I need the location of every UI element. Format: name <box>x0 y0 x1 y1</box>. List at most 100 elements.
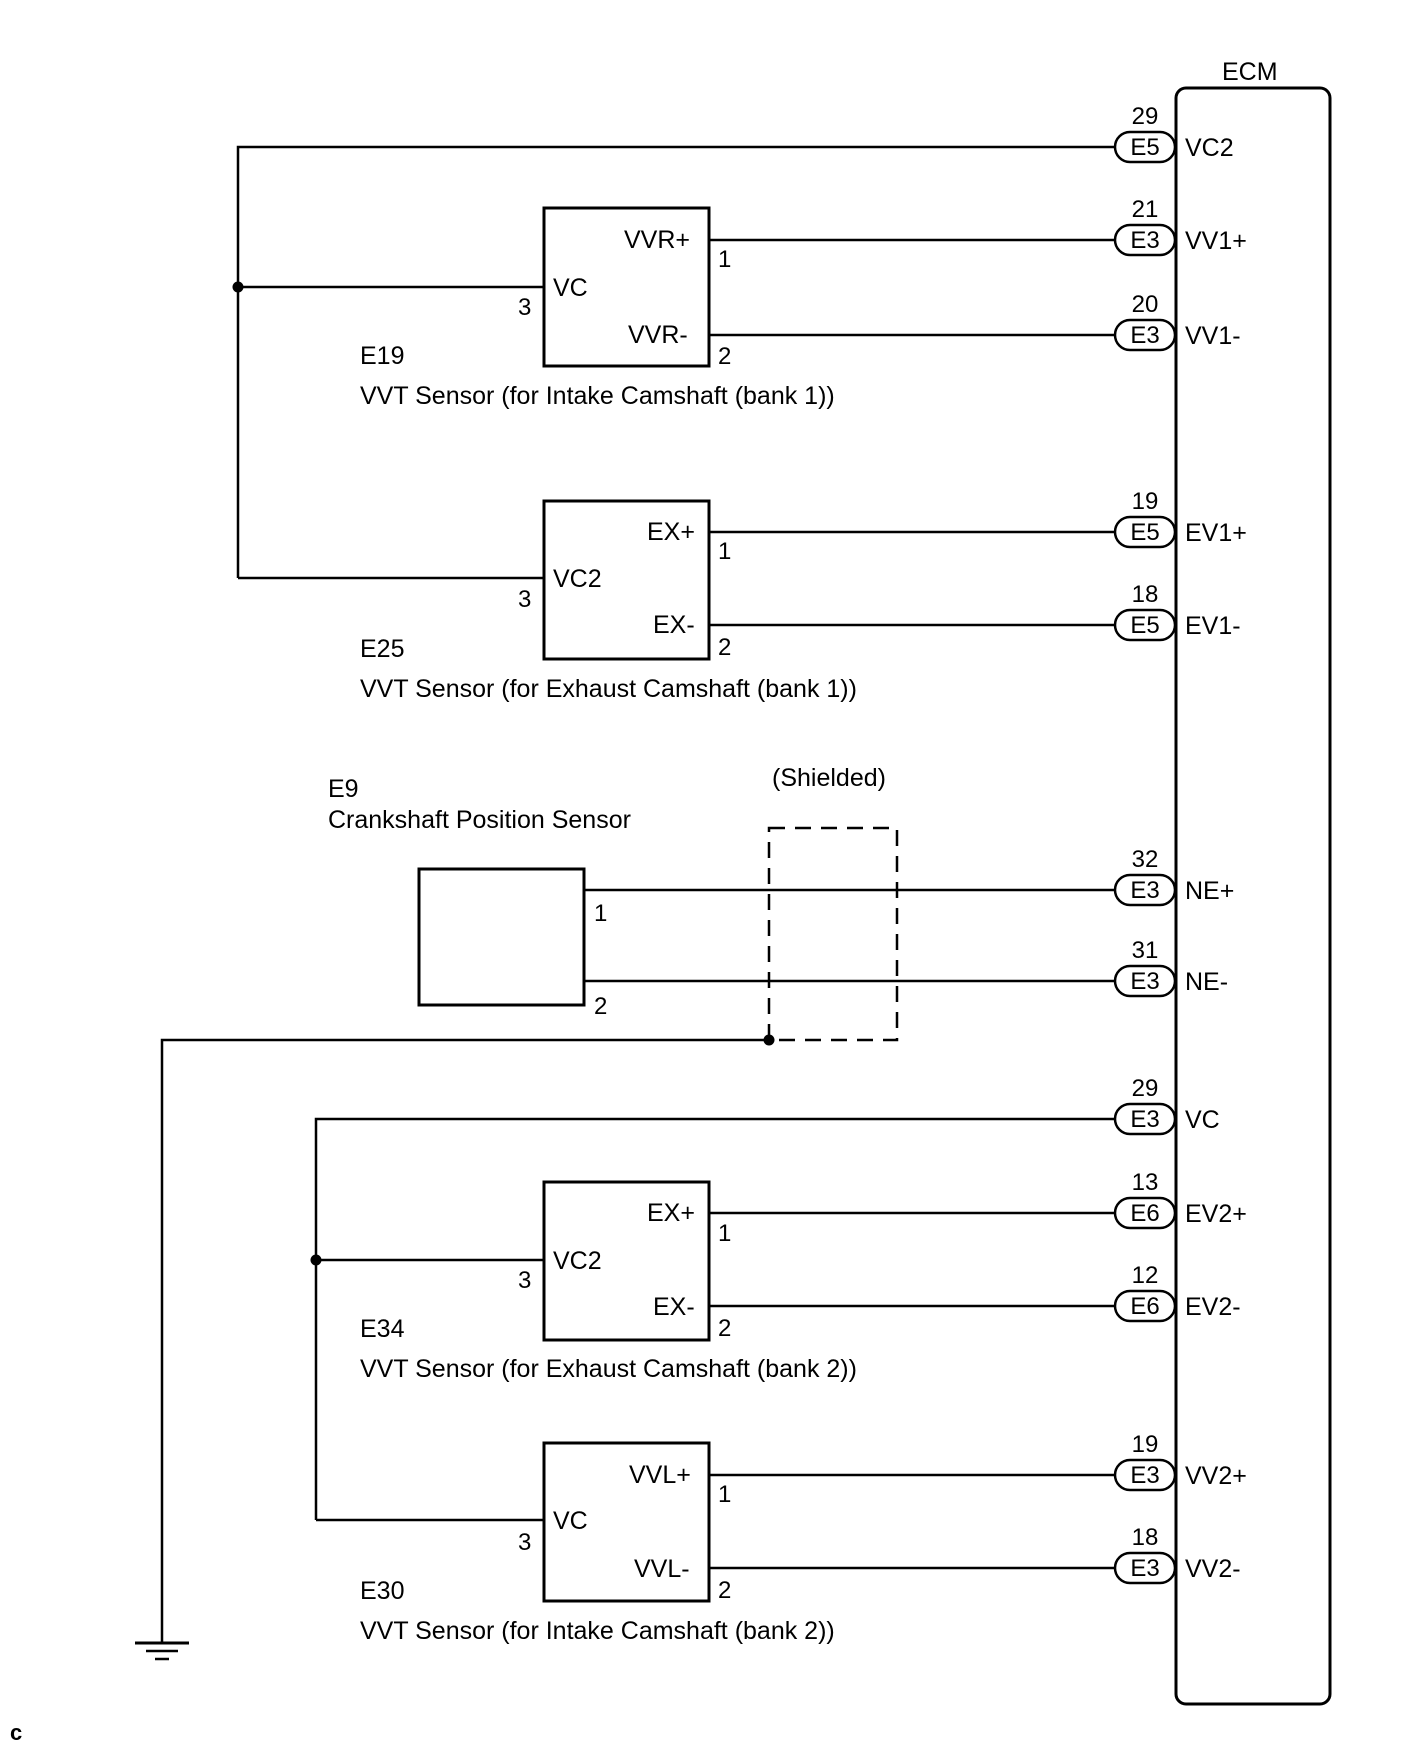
sensor-e25: EX+ VC2 EX- 1 2 3 E25 VVT Sensor (for Ex… <box>360 499 857 703</box>
signal-name: EV1+ <box>1185 519 1247 547</box>
terminal-ev2-plus: E6 13 EV2+ <box>1113 1169 1247 1230</box>
terminal-number: 18 <box>1132 581 1159 608</box>
connector-pill <box>1113 1196 1177 1230</box>
pin-number: 2 <box>718 1315 731 1342</box>
connector-pill <box>1113 1289 1177 1323</box>
connector-pill <box>1113 515 1177 549</box>
sensor-name: VVT Sensor (for Intake Camshaft (bank 1)… <box>360 382 835 410</box>
pin-number: 3 <box>518 586 531 613</box>
terminal-number: 19 <box>1132 488 1159 515</box>
pin-number: 2 <box>718 634 731 661</box>
shield-label: (Shielded) <box>772 764 886 792</box>
pin-label-minus: VVL- <box>634 1555 690 1583</box>
terminal-ne-plus: E3 32 NE+ <box>1113 846 1234 907</box>
sensor-e9: (Shielded) E9 Crankshaft Position Sensor… <box>328 764 886 1020</box>
shield-outline <box>767 826 899 1042</box>
terminal-number: 29 <box>1132 1075 1159 1102</box>
terminal-number: 29 <box>1132 103 1159 130</box>
sensor-e30: VVL+ VC VVL- 1 2 3 E30 VVT Sensor (for I… <box>360 1441 835 1645</box>
sensor-name: Crankshaft Position Sensor <box>328 806 631 834</box>
terminal-number: 18 <box>1132 1524 1159 1551</box>
sensor-code: E19 <box>360 342 404 370</box>
pin-number: 1 <box>718 1220 731 1247</box>
signal-name: VC2 <box>1185 134 1234 162</box>
connector-id: E3 <box>1130 968 1159 995</box>
connector-id: E6 <box>1130 1200 1159 1227</box>
connector-pill <box>1113 1551 1177 1585</box>
terminal-number: 19 <box>1132 1431 1159 1458</box>
pin-number: 3 <box>518 1267 531 1294</box>
pin-number: 3 <box>518 294 531 321</box>
sensor-box <box>417 867 586 1007</box>
signal-name: EV1- <box>1185 612 1241 640</box>
terminal-ev2-minus: E6 12 EV2- <box>1113 1262 1241 1323</box>
sensor-e19: VVR+ VC VVR- 1 2 3 E19 VVT Sensor (for I… <box>360 206 835 410</box>
pin-number: 1 <box>718 246 731 273</box>
corner-mark: c <box>10 1720 22 1745</box>
terminal-vv2-minus: E3 18 VV2- <box>1113 1524 1241 1585</box>
ground-icon <box>135 1641 189 1661</box>
ecm-terminals: E5 29 VC2 E3 21 VV1+ E3 20 VV1- E5 19 EV… <box>1113 103 1247 1585</box>
connector-pill <box>1113 873 1177 907</box>
connector-pill <box>1113 1102 1177 1136</box>
sensor-box <box>542 1441 711 1603</box>
signal-name: VV2- <box>1185 1555 1241 1583</box>
signal-name: NE+ <box>1185 877 1234 905</box>
pin-number: 1 <box>718 538 731 565</box>
connector-id: E3 <box>1130 877 1159 904</box>
pin-label-supply: VC <box>553 1507 588 1535</box>
signal-name: VC <box>1185 1106 1220 1134</box>
junction-dot <box>763 1034 775 1046</box>
terminal-number: 31 <box>1132 937 1159 964</box>
terminal-vv1-minus: E3 20 VV1- <box>1113 291 1241 352</box>
signal-name: EV2- <box>1185 1293 1241 1321</box>
pin-label-supply: VC2 <box>553 565 602 593</box>
sensor-box <box>542 1180 711 1342</box>
pin-number: 2 <box>718 1577 731 1604</box>
pin-label-plus: EX+ <box>647 1199 695 1227</box>
signal-name: NE- <box>1185 968 1228 996</box>
ecm-box <box>1174 86 1332 1706</box>
terminal-number: 12 <box>1132 1262 1159 1289</box>
terminal-ne-minus: E3 31 NE- <box>1113 937 1228 998</box>
wire-vc-bus <box>314 1117 1116 1520</box>
pin-label-plus: VVR+ <box>624 226 690 254</box>
pin-label-supply: VC2 <box>553 1247 602 1275</box>
terminal-ev1-minus: E5 18 EV1- <box>1113 581 1241 642</box>
pin-label-minus: VVR- <box>628 321 688 349</box>
sensor-box <box>542 499 711 661</box>
connector-id: E5 <box>1130 612 1159 639</box>
sensor-code: E34 <box>360 1315 405 1343</box>
signal-name: VV2+ <box>1185 1462 1247 1490</box>
connector-id: E3 <box>1130 1555 1159 1582</box>
connector-id: E5 <box>1130 134 1159 161</box>
terminal-number: 21 <box>1132 196 1159 223</box>
signal-name: EV2+ <box>1185 1200 1247 1228</box>
sensor-code: E30 <box>360 1577 404 1605</box>
terminal-number: 13 <box>1132 1169 1159 1196</box>
connector-id: E3 <box>1130 1106 1159 1133</box>
signal-name: VV1- <box>1185 322 1241 350</box>
pin-number: 2 <box>594 993 607 1020</box>
terminal-vc: E3 29 VC <box>1113 1075 1220 1136</box>
terminal-number: 32 <box>1132 846 1159 873</box>
pin-label-plus: EX+ <box>647 518 695 546</box>
terminal-vc2: E5 29 VC2 <box>1113 103 1234 164</box>
sensor-name: VVT Sensor (for Intake Camshaft (bank 2)… <box>360 1617 835 1645</box>
connector-pill <box>1113 130 1177 164</box>
junction-dot <box>232 281 244 293</box>
connector-pill <box>1113 1458 1177 1492</box>
signal-name: VV1+ <box>1185 227 1247 255</box>
wire-vc2-bus <box>236 145 1116 578</box>
sensor-code: E9 <box>328 775 359 803</box>
connector-id: E3 <box>1130 227 1159 254</box>
terminal-ev1-plus: E5 19 EV1+ <box>1113 488 1247 549</box>
pin-label-supply: VC <box>553 274 588 302</box>
connector-pill <box>1113 223 1177 257</box>
connector-pill <box>1113 608 1177 642</box>
terminal-vv2-plus: E3 19 VV2+ <box>1113 1431 1247 1492</box>
connector-id: E3 <box>1130 322 1159 349</box>
connector-id: E3 <box>1130 1462 1159 1489</box>
pin-label-minus: EX- <box>653 611 695 639</box>
